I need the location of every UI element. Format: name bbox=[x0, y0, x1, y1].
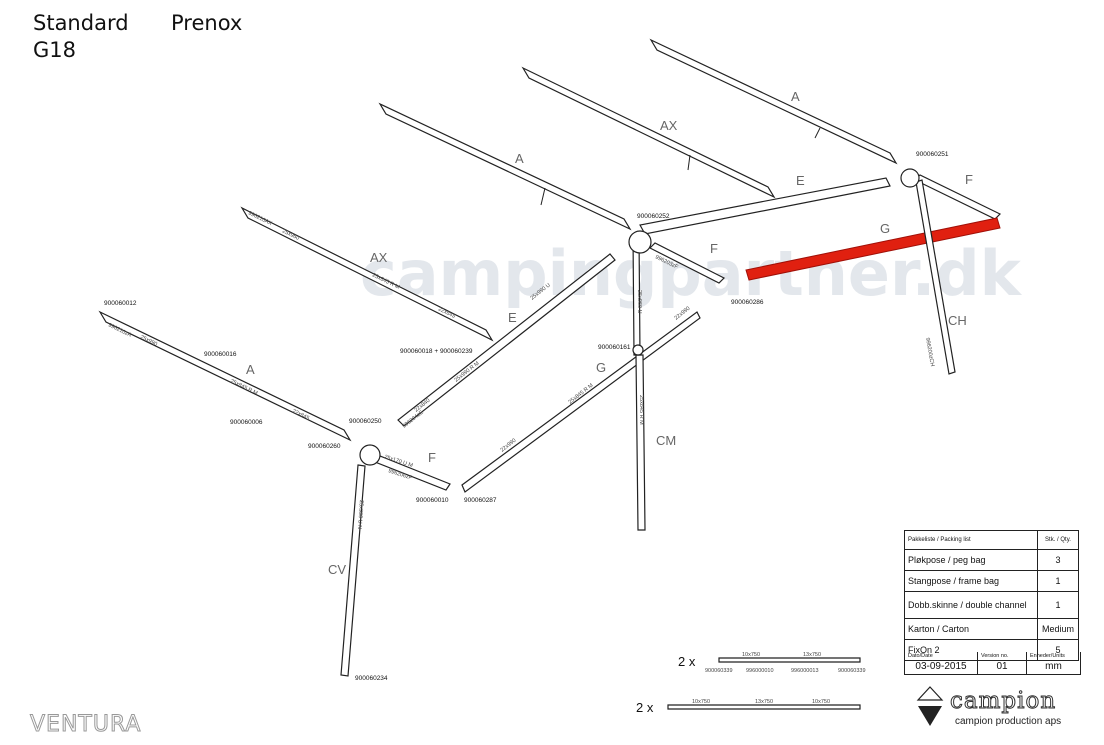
model-name: Standard bbox=[33, 11, 129, 35]
label-g-mid: G bbox=[596, 360, 606, 375]
table-row: Pløkpose / peg bag 3 bbox=[904, 549, 1079, 571]
packing-list-qty-header: Stk. / Qty. bbox=[1037, 530, 1079, 550]
joint-connector-cm bbox=[632, 344, 644, 356]
part-number: 900060250 bbox=[349, 418, 382, 425]
extra-pole-row1 bbox=[718, 657, 861, 663]
item-name: Stangpose / frame bag bbox=[904, 570, 1038, 592]
watermark-text: campingpartner.dk bbox=[360, 237, 1023, 310]
part-number: 900060251 bbox=[916, 151, 949, 158]
item-name: Karton / Carton bbox=[904, 618, 1038, 640]
pole-ax-front bbox=[240, 206, 494, 342]
label-e-top: E bbox=[796, 173, 805, 188]
part-number: 900060287 bbox=[464, 497, 497, 504]
item-qty: Medium bbox=[1037, 618, 1079, 640]
table-row: Dobb.skinne / double channel 1 bbox=[904, 591, 1079, 619]
extra-pole-row2 bbox=[667, 704, 861, 710]
table-row: FixOn 2 5 bbox=[904, 639, 1079, 661]
label-f-mid: F bbox=[710, 241, 718, 256]
item-qty: 1 bbox=[1037, 591, 1079, 619]
label-ax-front: AX bbox=[370, 250, 388, 265]
extra-mark: 10x750 bbox=[692, 699, 710, 705]
product-name: Prenox bbox=[171, 11, 243, 35]
pole-mark: 25x960 U bbox=[636, 290, 642, 314]
part-number: 900060234 bbox=[355, 675, 388, 682]
pole-ch-leg bbox=[915, 179, 956, 375]
pole-e-front bbox=[397, 253, 616, 427]
pole-f-front bbox=[374, 455, 451, 491]
pole-g-mid bbox=[461, 311, 701, 493]
label-ch: CH bbox=[948, 313, 967, 328]
part-number: 900060252 bbox=[637, 213, 670, 220]
pole-g-highlighted bbox=[745, 217, 1001, 281]
part-number: 900060018 + 900060239 bbox=[400, 348, 473, 355]
label-a-top: A bbox=[791, 89, 800, 104]
joint-connector-top bbox=[900, 168, 920, 188]
item-name: Dobb.skinne / double channel bbox=[904, 591, 1038, 619]
extra-mark: 996000010 bbox=[746, 668, 774, 674]
label-a-mid: A bbox=[515, 151, 524, 166]
joint-connector-mid bbox=[628, 230, 652, 254]
extras-count-2: 2 x bbox=[636, 700, 654, 715]
label-e-front: E bbox=[508, 310, 517, 325]
part-number: 900060016 bbox=[204, 351, 237, 358]
label-cv: CV bbox=[328, 562, 346, 577]
extra-mark: 900060339 bbox=[705, 668, 733, 674]
item-qty: 1 bbox=[1037, 570, 1079, 592]
pole-a-left bbox=[98, 310, 352, 442]
campion-logo-icon bbox=[916, 686, 944, 726]
model-size: G18 bbox=[33, 38, 76, 62]
campion-brand: campion bbox=[949, 688, 1057, 715]
extra-mark: 10x750 bbox=[812, 699, 830, 705]
part-number: 900060161 bbox=[598, 344, 631, 351]
label-cm: CM bbox=[656, 433, 676, 448]
company-name: campion production aps bbox=[955, 716, 1062, 727]
part-number: 900060006 bbox=[230, 419, 263, 426]
extra-mark: 900060339 bbox=[838, 668, 866, 674]
item-name: Pløkpose / peg bag bbox=[904, 549, 1038, 571]
joint-connector-front bbox=[359, 444, 381, 466]
extra-mark: 10x750 bbox=[742, 652, 760, 658]
units-value: mm bbox=[1045, 661, 1062, 672]
pole-mark: 25x845 R M bbox=[638, 395, 644, 425]
packing-list-title: Pakkeliste / Packing list bbox=[904, 530, 1038, 550]
extra-mark: 13x750 bbox=[803, 652, 821, 658]
part-number: 900060260 bbox=[308, 443, 341, 450]
part-number: 900060012 bbox=[104, 300, 137, 307]
table-row: Karton / Carton Medium bbox=[904, 618, 1079, 640]
pole-f-mid bbox=[648, 242, 726, 284]
extras-count-1: 2 x bbox=[678, 654, 696, 669]
label-f-top: F bbox=[965, 172, 973, 187]
pole-mark: 996200zCH bbox=[924, 337, 935, 367]
date-version-row: Dato/Date 03-09-2015 Version no. 01 Enhe… bbox=[904, 652, 1081, 675]
pole-ax-mid bbox=[521, 66, 776, 199]
version-label: Version no. bbox=[981, 653, 1009, 659]
pole-mark: 25x990 R M bbox=[454, 360, 481, 383]
pole-cv-leg bbox=[340, 464, 366, 677]
version-value: 01 bbox=[996, 661, 1008, 672]
label-a-left: A bbox=[246, 362, 255, 377]
pole-a-third bbox=[378, 102, 632, 231]
extra-mark: 13x750 bbox=[755, 699, 773, 705]
units-label: Enheder/Units bbox=[1030, 653, 1065, 659]
item-qty: 3 bbox=[1037, 549, 1079, 571]
table-row: Stangpose / frame bag 1 bbox=[904, 570, 1079, 592]
pole-a-top bbox=[649, 38, 898, 165]
label-f-front: F bbox=[428, 450, 436, 465]
ventura-logo: VENTURA bbox=[29, 712, 142, 738]
pole-mark: 25x990 U N bbox=[356, 500, 364, 529]
date-label: Dato/Date bbox=[908, 653, 933, 659]
extra-mark: 996000013 bbox=[791, 668, 819, 674]
packing-list-table: Pakkeliste / Packing list Stk. / Qty. Pl… bbox=[904, 530, 1079, 661]
date-value: 03-09-2015 bbox=[915, 661, 967, 672]
label-ax-top: AX bbox=[660, 118, 678, 133]
part-number: 900060286 bbox=[731, 299, 764, 306]
item-qty: 5 bbox=[1037, 639, 1079, 661]
part-number: 900060010 bbox=[416, 497, 449, 504]
label-g-top: G bbox=[880, 221, 890, 236]
